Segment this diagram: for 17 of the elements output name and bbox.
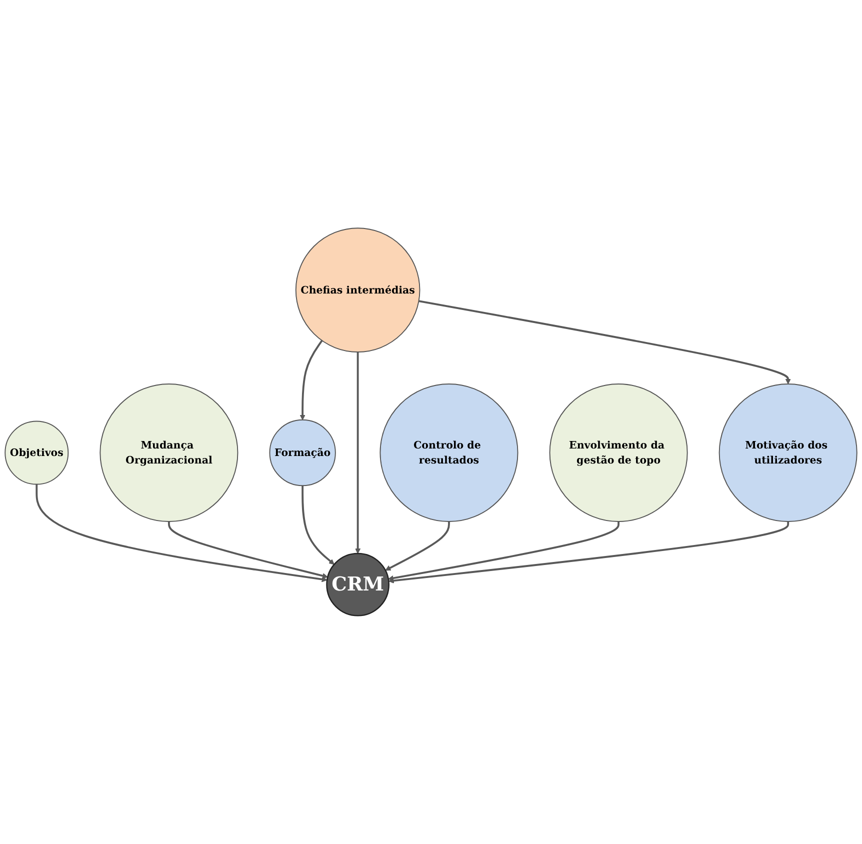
node-circle: CRM bbox=[326, 553, 390, 616]
arrow bbox=[385, 522, 450, 571]
node-circle: Objetivos bbox=[4, 420, 69, 485]
arrow bbox=[388, 522, 790, 584]
arrow bbox=[36, 484, 328, 582]
arrow bbox=[388, 522, 620, 582]
arrow bbox=[300, 340, 323, 420]
node-circle: Mudança Organizacional bbox=[100, 384, 238, 522]
node-circle: Motivação dos utilizadores bbox=[718, 384, 858, 522]
node-circle: Controlo de resultados bbox=[380, 384, 518, 522]
node-circle: Envolvimento da gestão de topo bbox=[549, 384, 688, 522]
node-circle: Formação bbox=[269, 420, 336, 486]
arrow bbox=[302, 486, 334, 565]
arrow bbox=[168, 522, 328, 579]
arrow bbox=[418, 300, 791, 384]
node-circle: Chefias intermédias bbox=[295, 228, 420, 353]
arrow bbox=[355, 352, 361, 554]
